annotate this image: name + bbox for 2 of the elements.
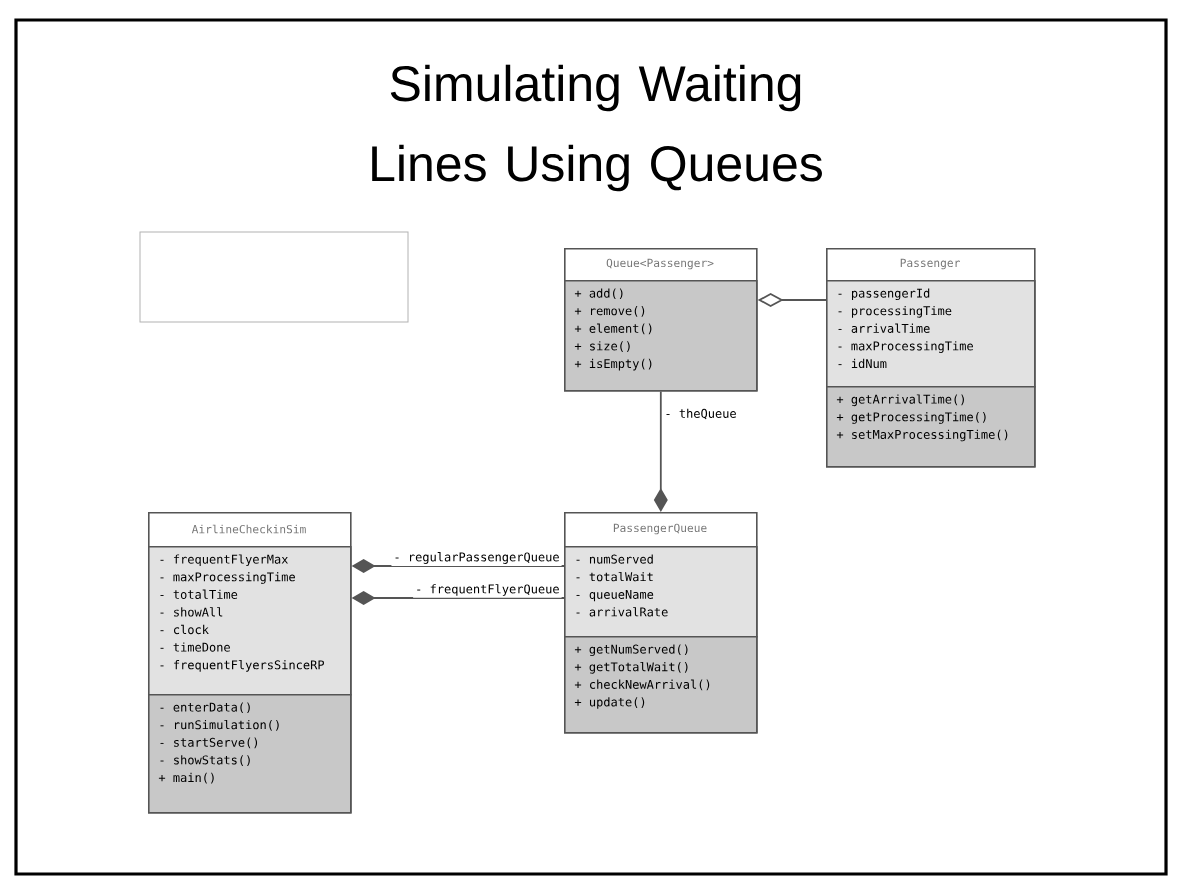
- association-line: [653, 390, 668, 512]
- title: Simulating Waiting Lines Using Queues: [372, 64, 822, 192]
